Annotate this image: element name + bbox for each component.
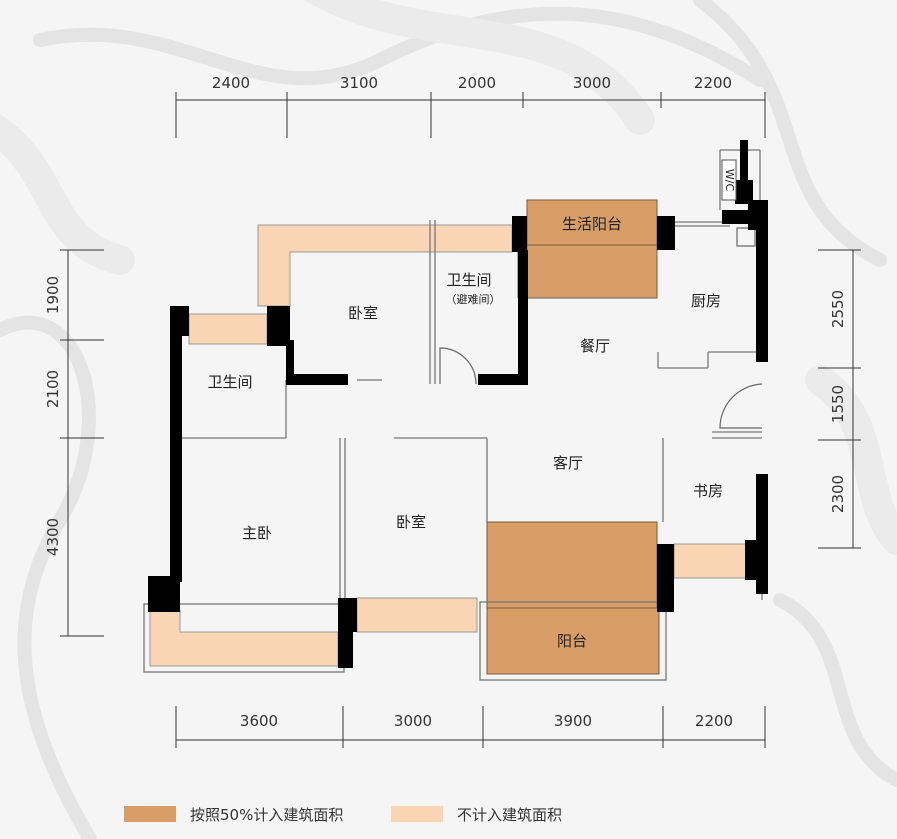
legend-item-not-counted: 不计入建筑面积	[391, 797, 562, 831]
bathroom-door	[439, 347, 477, 385]
dim-top-1: 2400	[212, 74, 250, 92]
room-study: 书房	[693, 482, 723, 500]
living-balcony-upper	[486, 521, 658, 609]
room-dining: 餐厅	[580, 337, 610, 355]
dim-top-2: 3100	[340, 74, 378, 92]
legend-item-half-counted: 按照50%计入建筑面积	[124, 797, 343, 831]
dimension-lines	[60, 92, 861, 748]
bedroom-bay-strip	[356, 597, 478, 633]
room-kitchen: 厨房	[691, 292, 721, 310]
study-window-strip	[673, 543, 749, 579]
dim-top-5: 2200	[694, 74, 732, 92]
dim-top-3: 2000	[458, 74, 496, 92]
wc-box: W/C	[721, 159, 737, 201]
dim-right-3: 2300	[829, 475, 847, 513]
entry-door	[719, 383, 763, 429]
dim-left-1: 1900	[44, 276, 62, 314]
dim-right-2: 1550	[829, 385, 847, 423]
dim-right-1: 2550	[829, 290, 847, 328]
dim-bottom-2: 3000	[394, 712, 432, 730]
legend: 按照50%计入建筑面积 不计入建筑面积	[0, 797, 897, 831]
legend-label-not-counted: 不计入建筑面积	[457, 805, 563, 824]
wc-label: W/C	[723, 169, 736, 192]
legend-swatch-not-counted	[391, 806, 443, 822]
living-balcony-lower	[486, 607, 660, 675]
room-bathroom-left: 卫生间	[207, 373, 252, 391]
legend-label-half-counted: 按照50%计入建筑面积	[190, 805, 344, 824]
room-service-balcony: 生活阳台	[562, 215, 622, 233]
legend-swatch-half-counted	[124, 806, 176, 822]
room-balcony: 阳台	[557, 632, 587, 650]
room-master-bedroom: 主卧	[242, 524, 272, 542]
room-bedroom-top: 卧室	[348, 304, 378, 322]
half-counted-areas	[486, 199, 660, 675]
not-counted-areas	[149, 224, 749, 667]
left-bath-strip	[188, 313, 268, 345]
master-balcony-strip	[149, 609, 339, 667]
dim-bottom-1: 3600	[240, 712, 278, 730]
walls	[148, 140, 768, 668]
room-bedroom-mid: 卧室	[396, 513, 426, 531]
room-bathroom-top: 卫生间	[446, 271, 491, 289]
door-swings	[439, 227, 763, 429]
dim-top-4: 3000	[573, 74, 611, 92]
dim-bottom-4: 2200	[695, 712, 733, 730]
dim-bottom-3: 3900	[554, 712, 592, 730]
room-living: 客厅	[553, 454, 583, 472]
dim-left-3: 4300	[44, 518, 62, 556]
room-bathroom-top-note: （避难间）	[446, 292, 501, 306]
service-balcony-area	[526, 199, 658, 299]
dim-left-2: 2100	[44, 370, 62, 408]
